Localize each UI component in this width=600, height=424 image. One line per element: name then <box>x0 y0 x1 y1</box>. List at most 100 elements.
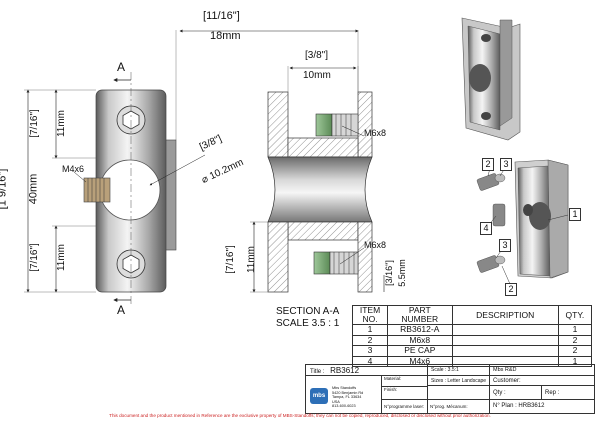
bom-cell: 1 <box>351 324 389 336</box>
dim-height-in: [1 9/16"] <box>0 169 8 210</box>
bom-cell <box>451 334 559 346</box>
sizes-cell: Sizes : Letter Landscape <box>428 376 490 386</box>
section-view <box>250 66 385 293</box>
screw-label-bottom: M6x8 <box>364 240 387 250</box>
company-logo: mbs <box>310 388 328 404</box>
dim-top-mm: 11mm <box>56 109 68 138</box>
prog-laser-cell: N°programme laser: <box>382 400 428 413</box>
callout-text: 3 <box>502 240 508 250</box>
bom-cell: 3 <box>351 345 389 357</box>
callout-4: 4 <box>480 222 492 235</box>
section-title: SECTION A-A SCALE 3.5 : 1 <box>276 306 339 330</box>
prog-laser-label: N°programme laser: <box>384 404 425 409</box>
table-row: 2 M6x8 2 <box>351 334 593 346</box>
side-screw-m4 <box>83 177 111 203</box>
address-line-1: 5420 Benjamin Rd <box>332 390 364 395</box>
callout-text: 1 <box>572 209 578 219</box>
dim-bottom-in: [7/16"] <box>28 243 40 272</box>
section-dim-bottom-mm: 11mm <box>246 245 258 274</box>
dim-height-in-text: 1 9/16" <box>0 171 9 207</box>
dim-slot-in: [3/8"] <box>305 50 329 61</box>
table-row: 3 PE CAP 2 <box>351 345 593 357</box>
exploded-screw-bottom <box>476 255 506 273</box>
dim-bottom-in-text: 7/16" <box>28 245 40 270</box>
dim-width-in: [11/16"] <box>203 10 240 22</box>
pe-cap-bottom <box>313 251 331 275</box>
address-country: USA <box>332 399 340 404</box>
qty-cell: Qty : <box>490 386 542 400</box>
address-line-2: Tampa, FL 33634 <box>332 395 362 399</box>
material-cell: Material: <box>382 376 428 387</box>
footer-disclaimer: This document and the product mentioned … <box>109 413 491 418</box>
section-marker-top: A <box>117 60 126 74</box>
bom-cell: M6x8 <box>387 334 453 346</box>
logo-cell: mbs Mbs Standoffs 5420 Benjamin Rd Tampa… <box>306 376 382 413</box>
part-no-cell: N° Plan : HRB3612 <box>490 400 594 413</box>
bom-cell: RB3612-A <box>387 324 453 336</box>
scale-text: Scale : 3.5:1 <box>431 367 459 373</box>
material-label: Material: <box>384 376 402 381</box>
bom-header-item: ITEM NO. <box>351 305 389 325</box>
bom-cell: 2 <box>351 334 389 346</box>
prog-mecanum-label: N°prog. Mécanum: <box>430 404 468 409</box>
bom-cell: PE CAP <box>387 345 453 357</box>
callout-text: 2 <box>508 284 514 294</box>
dim-width-mm: 18mm <box>210 30 241 42</box>
callout-3-top: 3 <box>500 158 512 171</box>
dim-width-in-text: 11/16" <box>206 10 237 22</box>
bom-cell: 1 <box>557 355 593 367</box>
rep-cell: Rep : <box>542 386 594 400</box>
customer-cell: Customer: <box>490 376 594 386</box>
dim-top-in-text: 7/16" <box>28 111 40 136</box>
screw-label-m4: M4x6 <box>62 164 85 174</box>
front-view <box>24 29 359 304</box>
exploded-screw-side <box>492 203 506 227</box>
blank-cell <box>428 386 490 400</box>
bom-cell <box>451 345 559 357</box>
section-dim-bottom-in: [7/16"] <box>224 245 236 274</box>
company-name: Mbs Standoffs <box>332 386 357 390</box>
callout-2-bottom: 2 <box>505 283 517 296</box>
bom-cell <box>451 324 559 336</box>
company-short: Mbs R&D <box>493 367 517 373</box>
bom-header-row: ITEM NO. PART NUMBER DESCRIPTION QTY. <box>351 305 593 325</box>
section-bore <box>267 156 373 223</box>
dim-small-in-text: 3/16" <box>383 262 394 284</box>
company-cell: Mbs R&D <box>490 365 594 376</box>
part-no-text: N° Plan : HRB3612 <box>493 403 545 409</box>
dim-bottom-mm: 11mm <box>56 243 68 272</box>
dim-height-mm: 40mm <box>27 173 40 205</box>
iso-view-top <box>461 17 521 141</box>
dim-top-in: [7/16"] <box>28 109 40 138</box>
finish-label: Finish: <box>384 387 398 392</box>
screw-label-top: M6x8 <box>364 128 387 138</box>
title-block: Title : RB3612 Scale : 3.5:1 Mbs R&D Siz… <box>305 364 595 414</box>
callout-3-bottom: 3 <box>499 239 511 252</box>
section-title-line1: SECTION A-A <box>276 306 340 317</box>
bom-header-qty: QTY. <box>557 305 593 325</box>
logo-text: mbs <box>312 393 326 399</box>
dim-small-mm: 5.5mm <box>396 259 407 287</box>
table-row: 1 RB3612-A 1 <box>351 324 593 336</box>
exploded-screw-top <box>476 173 506 191</box>
callout-text: 4 <box>483 223 489 233</box>
callout-text: 3 <box>503 159 509 169</box>
scale-cell: Scale : 3.5:1 <box>428 365 490 376</box>
dim-slot-in-text: 3/8" <box>307 50 326 61</box>
bom-cell: 2 <box>557 345 593 357</box>
dim-small-in: [3/16"] <box>383 260 394 286</box>
sizes-text: Sizes : Letter Landscape <box>431 378 487 384</box>
prog-mecanum-cell: N°prog. Mécanum: <box>428 400 490 413</box>
title-label: Title : <box>310 369 325 375</box>
bom-header-part: PART NUMBER <box>387 305 453 325</box>
pe-cap-top <box>315 113 333 137</box>
finish-cell: Finish: <box>382 387 428 400</box>
rep-label: Rep : <box>545 390 560 396</box>
customer-label: Customer: <box>493 378 521 384</box>
section-title-line2: SCALE 3.5 : 1 <box>276 318 340 329</box>
bom-cell: 1 <box>557 324 593 336</box>
bom-cell: 2 <box>557 334 593 346</box>
section-dim-bottom-in-text: 7/16" <box>224 247 236 272</box>
dim-slot-mm: 10mm <box>303 70 331 81</box>
